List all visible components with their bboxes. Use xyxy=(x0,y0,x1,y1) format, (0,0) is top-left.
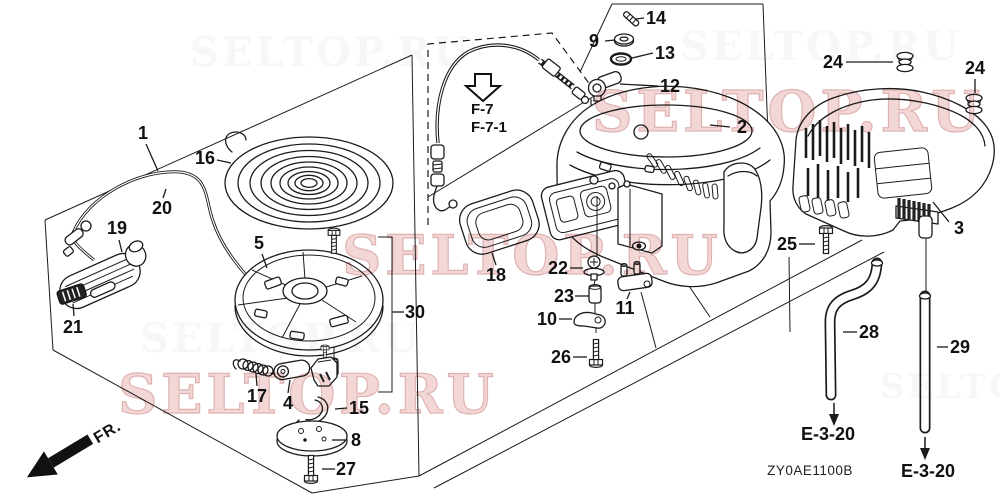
link-arm xyxy=(573,311,606,329)
watermark-faint: SELTOP.RU xyxy=(880,367,1000,407)
case-side-knob xyxy=(723,162,763,254)
plate-bolt xyxy=(303,454,319,484)
throttle-cable xyxy=(430,43,590,212)
fr-arrow-icon xyxy=(48,434,94,468)
watermark-faint: SELTOP.RU xyxy=(190,29,471,76)
watermark-text: SELTOP.RU xyxy=(592,79,984,145)
callout-5: 5 xyxy=(254,233,264,253)
leader-line xyxy=(287,379,291,394)
rope-anchor xyxy=(62,220,92,257)
leader-line xyxy=(709,124,731,128)
leader-line xyxy=(255,373,258,387)
ref-f71: F-7-1 xyxy=(471,119,507,136)
separator-case xyxy=(792,87,995,239)
callout-29: 29 xyxy=(950,337,970,357)
callout-14: 14 xyxy=(646,8,666,28)
callout-2: 2 xyxy=(737,117,747,137)
leader-line xyxy=(635,17,645,20)
callout-23: 23 xyxy=(554,286,574,306)
leader-line xyxy=(619,83,659,87)
leader-line xyxy=(162,188,167,199)
watermark-faint: SELTOP.RU xyxy=(140,315,421,362)
down-arrow-icon xyxy=(920,448,930,460)
washer xyxy=(613,33,635,47)
callout-20: 20 xyxy=(152,198,172,218)
callout-11: 11 xyxy=(615,298,634,318)
leader-line xyxy=(261,253,268,269)
diagram-code: ZY0AE1100B xyxy=(767,463,853,478)
callout-27: 27 xyxy=(336,459,356,479)
ref-e320-right: E-3-20 xyxy=(901,461,955,481)
leader-line xyxy=(334,407,348,410)
down-arrow-icon xyxy=(829,414,839,426)
callout-9: 9 xyxy=(589,31,599,51)
watermark-layer: SELTOP.RUSELTOP.RUSELTOP.RUSELTOP.RUSELT… xyxy=(118,23,1000,427)
callout-24: 24 xyxy=(823,52,843,72)
callout-12: 12 xyxy=(660,76,680,96)
friction-plate xyxy=(276,420,348,457)
f7-arrow-icon xyxy=(463,73,503,103)
leader-line xyxy=(72,303,75,317)
tube-28 xyxy=(824,257,884,426)
leader-line xyxy=(491,252,497,266)
ref-f7: F-7 xyxy=(471,101,494,118)
tube-29 xyxy=(918,290,932,460)
friction-spring xyxy=(232,358,284,377)
case-slots xyxy=(798,195,850,219)
leader-line xyxy=(145,143,159,172)
seal-grommet xyxy=(458,189,540,255)
starter-pulley xyxy=(234,247,384,358)
fastener-column xyxy=(573,196,653,368)
callout-10: 10 xyxy=(537,309,557,329)
callout-16: 16 xyxy=(195,148,215,168)
fr-direction: FR. xyxy=(26,418,124,478)
callout-22: 22 xyxy=(548,258,568,278)
leader-line xyxy=(604,39,616,42)
callout-25: 25 xyxy=(777,234,797,254)
callout-24: 24 xyxy=(965,58,985,78)
callout-17: 17 xyxy=(247,386,267,406)
ref-e320-left: E-3-20 xyxy=(801,424,855,444)
callout-4: 4 xyxy=(283,393,293,413)
callout-3: 3 xyxy=(954,218,964,238)
watermark-faint: SELTOP.RU xyxy=(680,23,961,70)
flange-bolt-25 xyxy=(818,225,834,255)
callout-1: 1 xyxy=(138,123,148,143)
case-ribs xyxy=(804,120,871,202)
handle-clip xyxy=(56,283,87,305)
dashed-cable-box xyxy=(427,32,592,225)
callout-21: 21 xyxy=(63,317,83,337)
callout-13: 13 xyxy=(655,43,675,63)
leader-line xyxy=(932,201,950,223)
recoil-spiral-spring xyxy=(224,131,394,230)
spring-pin xyxy=(623,11,640,27)
leader-line xyxy=(631,52,654,59)
callout-30: 30 xyxy=(405,302,425,322)
callout-19: 19 xyxy=(107,218,127,238)
callout-8: 8 xyxy=(351,430,361,450)
leader-line xyxy=(118,239,123,253)
watermark-text: SELTOP.RU xyxy=(342,223,721,287)
leader-line xyxy=(216,159,232,164)
case-comb xyxy=(895,198,939,225)
callout-28: 28 xyxy=(859,322,879,342)
snap-ring xyxy=(609,52,633,66)
watermark-text: SELTOP.RU xyxy=(118,362,497,426)
callout-26: 26 xyxy=(551,347,571,367)
pawl-bracket xyxy=(310,344,338,387)
callout-18: 18 xyxy=(486,265,506,285)
case-vent-slots xyxy=(646,153,719,200)
ratchet-pawl xyxy=(273,359,311,381)
choke-lever xyxy=(617,261,653,292)
pulley-bolt xyxy=(327,227,341,254)
case-nut xyxy=(583,255,605,281)
leader-line xyxy=(626,291,631,300)
spacer-collar xyxy=(588,284,602,304)
callout-15: 15 xyxy=(349,398,369,418)
starter-case xyxy=(540,85,786,288)
